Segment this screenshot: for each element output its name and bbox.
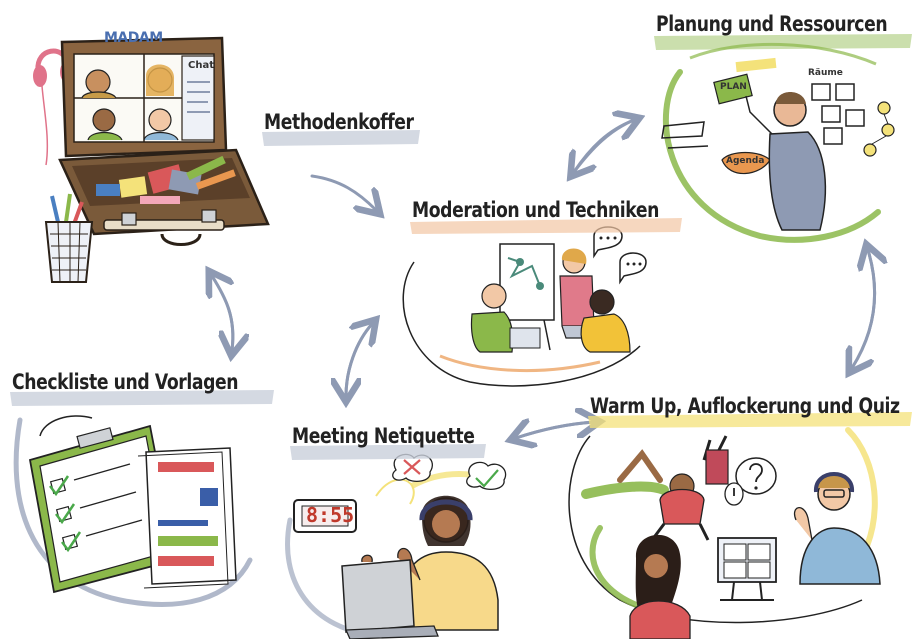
suitcase-illustration xyxy=(33,36,270,283)
label-planung-und-ressourcen: Planung und Ressourcen xyxy=(656,12,888,36)
flow-arrows xyxy=(212,120,875,438)
agenda-note-label: Agenda xyxy=(726,156,765,166)
warmup-illustration xyxy=(568,427,881,639)
chat-label: Chat xyxy=(188,60,214,71)
arrow-koffer-to-moderation xyxy=(310,174,376,210)
arrow-moderation-to-netiquette xyxy=(346,322,374,396)
label-checkliste-und-vorlagen: Checkliste und Vorlagen xyxy=(12,370,239,394)
clock-time: 8:55 xyxy=(306,503,355,527)
speech-bubble-icon xyxy=(593,226,647,285)
suitcase-brand-label: MADAM xyxy=(104,30,163,46)
document-template-icon xyxy=(137,447,237,589)
label-warm-up: Warm Up, Auflockerung und Quiz xyxy=(590,394,900,418)
arrow-netiquette-to-moderation xyxy=(344,324,372,398)
planning-illustration xyxy=(661,42,895,243)
netiquette-illustration xyxy=(285,453,507,639)
clipboard-checklist-icon xyxy=(28,424,178,594)
label-moderation-und-techniken: Moderation und Techniken xyxy=(412,198,659,222)
pencil-cup-icon xyxy=(44,193,94,283)
thought-cloud-icon xyxy=(392,453,507,491)
digital-clock-icon xyxy=(293,499,357,533)
arrow-moderation-to-planung xyxy=(572,120,634,174)
question-bubble-icon xyxy=(724,457,777,506)
arrow-checkliste-to-koffer xyxy=(212,276,235,352)
rooms-note-label: Räume xyxy=(808,68,843,78)
label-highlights xyxy=(10,34,912,460)
label-meeting-netiquette: Meeting Netiquette xyxy=(292,424,475,448)
plan-note-label: PLAN xyxy=(720,82,747,92)
arrow-warmup-to-planung xyxy=(850,250,875,370)
flipchart-icon xyxy=(499,243,555,351)
arrow-warmup-to-netiquette xyxy=(516,422,596,438)
checklist-illustration xyxy=(13,415,253,607)
label-methodenkoffer: Methodenkoffer xyxy=(264,110,414,134)
arrow-planung-to-moderation xyxy=(574,118,636,172)
video-call-icon xyxy=(81,64,179,141)
moderation-illustration xyxy=(402,226,647,387)
